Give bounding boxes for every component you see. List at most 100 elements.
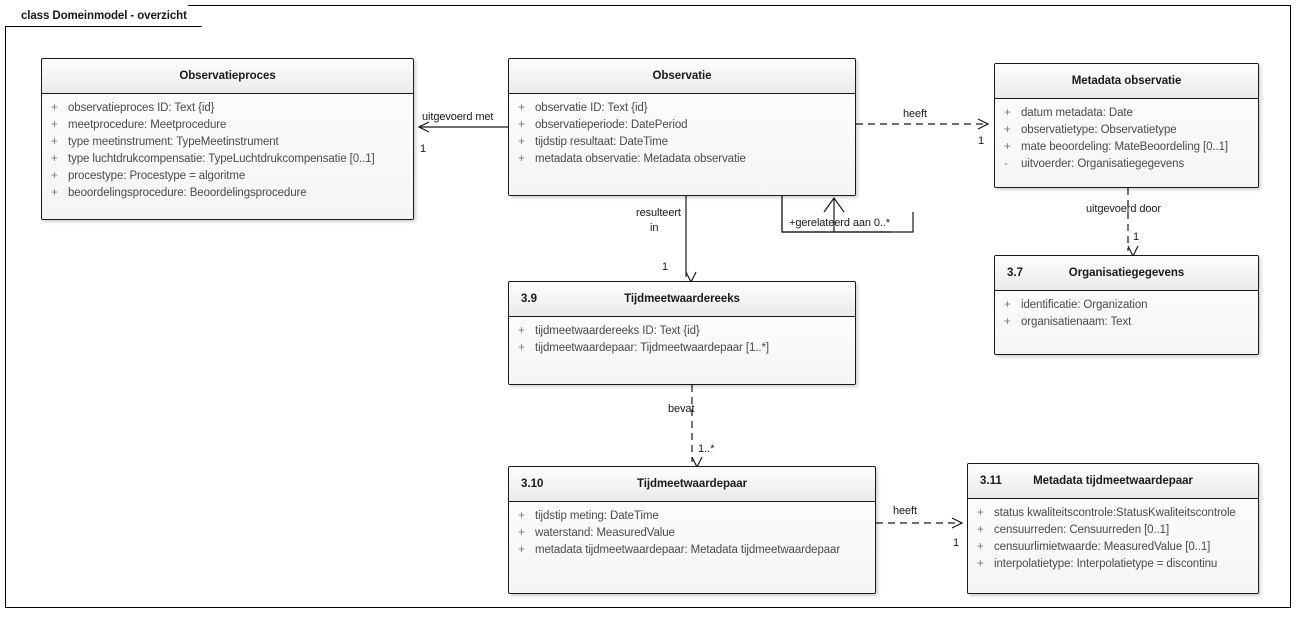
- attribute-row: + observatie ID: Text {id}: [509, 102, 855, 119]
- attribute-row: + metadata tijdmeetwaardepaar: Metadata …: [509, 544, 875, 561]
- connector-multiplicity-resulteert-in: 1: [662, 261, 669, 273]
- attribute-visibility: +: [518, 510, 525, 522]
- attribute-visibility: +: [518, 544, 525, 556]
- attribute-visibility: +: [518, 102, 525, 114]
- class-number-tijdmeetwaardepaar: 3.10: [521, 478, 544, 490]
- connector-label-heeft-metadata-tijdpaar: heeft: [893, 505, 917, 517]
- diagram-frame-tab: class Domeinmodel - overzicht: [5, 5, 202, 27]
- attribute-row: - uitvoerder: Organisatiegegevens: [995, 158, 1258, 175]
- attribute-row: + observatieproces ID: Text {id}: [42, 102, 413, 119]
- class-box-metadata-tijdmeetwaardepaar[interactable]: 3.11 Metadata tijdmeetwaardepaar + statu…: [967, 463, 1259, 594]
- class-name-metadata-tijdmeetwaardepaar: Metadata tijdmeetwaardepaar: [1033, 475, 1193, 487]
- attribute-row: + meetprocedure: Meetprocedure: [42, 119, 413, 136]
- connector-label-gerelateerd-aan: +gerelateerd aan 0..*: [789, 217, 890, 229]
- attribute-visibility: +: [1004, 299, 1011, 311]
- attribute-text: meetprocedure: Meetprocedure: [68, 119, 227, 131]
- attribute-row: + tijdstip resultaat: DateTime: [509, 136, 855, 153]
- class-header-metadata-tijdmeetwaardepaar: 3.11 Metadata tijdmeetwaardepaar: [968, 464, 1258, 499]
- class-header-tijdmeetwaardepaar: 3.10 Tijdmeetwaardepaar: [509, 467, 875, 502]
- class-box-organisatiegegevens[interactable]: 3.7 Organisatiegegevens + identificatie:…: [994, 255, 1259, 355]
- attribute-text: beoordelingsprocedure: Beoordelingsproce…: [68, 187, 307, 199]
- attribute-visibility: +: [518, 153, 525, 165]
- attribute-visibility: +: [1004, 141, 1011, 153]
- attribute-text: tijdmeetwaardepaar: Tijdmeetwaardepaar […: [535, 342, 769, 354]
- class-header-tijdmeetwaardereeks: 3.9 Tijdmeetwaardereeks: [509, 282, 855, 317]
- diagram-frame: [5, 5, 1291, 608]
- attribute-visibility: +: [518, 325, 525, 337]
- attribute-visibility: +: [518, 136, 525, 148]
- attribute-visibility: +: [51, 170, 58, 182]
- attribute-text: tijdstip meting: DateTime: [535, 510, 659, 522]
- class-body-observatieproces: + observatieproces ID: Text {id} + meetp…: [42, 94, 413, 219]
- attribute-row: + type meetinstrument: TypeMeetinstrumen…: [42, 136, 413, 153]
- attribute-text: status kwaliteitscontrole:StatusKwalitei…: [994, 507, 1236, 519]
- attribute-row: + tijdmeetwaardepaar: Tijdmeetwaardepaar…: [509, 342, 855, 359]
- attribute-visibility: +: [977, 558, 984, 570]
- attribute-text: type meetinstrument: TypeMeetinstrument: [68, 136, 279, 148]
- attribute-text: observatietype: Observatietype: [1021, 124, 1177, 136]
- attribute-text: identificatie: Organization: [1021, 299, 1148, 311]
- attribute-visibility: +: [1004, 107, 1011, 119]
- connector-multiplicity-uitgevoerd-door: 1: [1133, 231, 1140, 243]
- class-box-observatieproces[interactable]: Observatieproces + observatieproces ID: …: [41, 58, 414, 220]
- attribute-visibility: +: [1004, 124, 1011, 136]
- class-name-observatie: Observatie: [652, 70, 712, 82]
- attribute-text: organisatienaam: Text: [1021, 316, 1132, 328]
- connector-label-bevat: bevat: [668, 403, 695, 415]
- attribute-text: tijdstip resultaat: DateTime: [535, 136, 668, 148]
- connector-label-uitgevoerd-met: uitgevoerd met: [422, 111, 494, 123]
- attribute-row: + observatieperiode: DatePeriod: [509, 119, 855, 136]
- attribute-text: tijdmeetwaardereeks ID: Text {id}: [535, 325, 700, 337]
- connector-multiplicity-bevat: 1..*: [698, 443, 715, 455]
- class-box-tijdmeetwaardepaar[interactable]: 3.10 Tijdmeetwaardepaar + tijdstip metin…: [508, 466, 876, 594]
- attribute-text: mate beoordeling: MateBeoordeling [0..1]: [1021, 141, 1228, 153]
- attribute-visibility: +: [518, 342, 525, 354]
- attribute-row: + datum metadata: Date: [995, 107, 1258, 124]
- attribute-text: observatieproces ID: Text {id}: [68, 102, 215, 114]
- class-box-metadata-observatie[interactable]: Metadata observatie + datum metadata: Da…: [994, 63, 1259, 188]
- attribute-visibility: +: [51, 136, 58, 148]
- class-name-tijdmeetwaardereeks: Tijdmeetwaardereeks: [624, 293, 740, 305]
- class-name-organisatiegegevens: Organisatiegegevens: [1068, 267, 1185, 279]
- attribute-row: + type luchtdrukcompensatie: TypeLuchtdr…: [42, 153, 413, 170]
- attribute-visibility: +: [51, 187, 58, 199]
- connector-label-heeft-metadata-observatie: heeft: [903, 108, 927, 120]
- connector-label-resulteert-in: in: [650, 222, 659, 234]
- class-name-observatieproces: Observatieproces: [179, 70, 276, 82]
- attribute-row: + metadata observatie: Metadata observat…: [509, 153, 855, 170]
- attribute-visibility: +: [518, 527, 525, 539]
- attribute-row: + interpolatietype: Interpolatietype = d…: [968, 558, 1258, 575]
- class-body-metadata-observatie: + datum metadata: Date + observatietype:…: [995, 99, 1258, 187]
- attribute-text: datum metadata: Date: [1021, 107, 1133, 119]
- attribute-row: + waterstand: MeasuredValue: [509, 527, 875, 544]
- class-number-organisatiegegevens: 3.7: [1007, 267, 1023, 279]
- attribute-text: censuurlimietwaarde: MeasuredValue [0..1…: [994, 541, 1211, 553]
- attribute-row: + organisatienaam: Text: [995, 316, 1258, 333]
- class-header-observatieproces: Observatieproces: [42, 59, 413, 94]
- attribute-text: observatieperiode: DatePeriod: [535, 119, 688, 131]
- attribute-row: + mate beoordeling: MateBeoordeling [0..…: [995, 141, 1258, 158]
- attribute-row: + status kwaliteitscontrole:StatusKwalit…: [968, 507, 1258, 524]
- attribute-row: + tijdmeetwaardereeks ID: Text {id}: [509, 325, 855, 342]
- class-number-tijdmeetwaardereeks: 3.9: [521, 293, 537, 305]
- attribute-text: uitvoerder: Organisatiegegevens: [1021, 158, 1185, 170]
- attribute-visibility: +: [51, 102, 58, 114]
- attribute-row: + censuurreden: Censuurreden [0..1]: [968, 524, 1258, 541]
- attribute-visibility: -: [1004, 158, 1008, 170]
- class-box-observatie[interactable]: Observatie + observatie ID: Text {id} + …: [508, 58, 856, 196]
- class-name-metadata-observatie: Metadata observatie: [1071, 75, 1182, 87]
- attribute-visibility: +: [1004, 316, 1011, 328]
- attribute-visibility: +: [977, 524, 984, 536]
- connector-multiplicity-heeft-metadata-observatie: 1: [978, 135, 985, 147]
- connector-multiplicity-uitgevoerd-met: 1: [420, 143, 427, 155]
- class-box-tijdmeetwaardereeks[interactable]: 3.9 Tijdmeetwaardereeks + tijdmeetwaarde…: [508, 281, 856, 385]
- connector-label-uitgevoerd-door: uitgevoerd door: [1086, 203, 1161, 215]
- class-body-metadata-tijdmeetwaardepaar: + status kwaliteitscontrole:StatusKwalit…: [968, 499, 1258, 593]
- connector-multiplicity-heeft-metadata-tijdpaar: 1: [953, 537, 960, 549]
- attribute-visibility: +: [51, 119, 58, 131]
- attribute-text: waterstand: MeasuredValue: [535, 527, 675, 539]
- connector-label-resulteert: resulteert: [636, 207, 681, 219]
- class-body-tijdmeetwaardereeks: + tijdmeetwaardereeks ID: Text {id} + ti…: [509, 317, 855, 384]
- class-header-metadata-observatie: Metadata observatie: [995, 64, 1258, 99]
